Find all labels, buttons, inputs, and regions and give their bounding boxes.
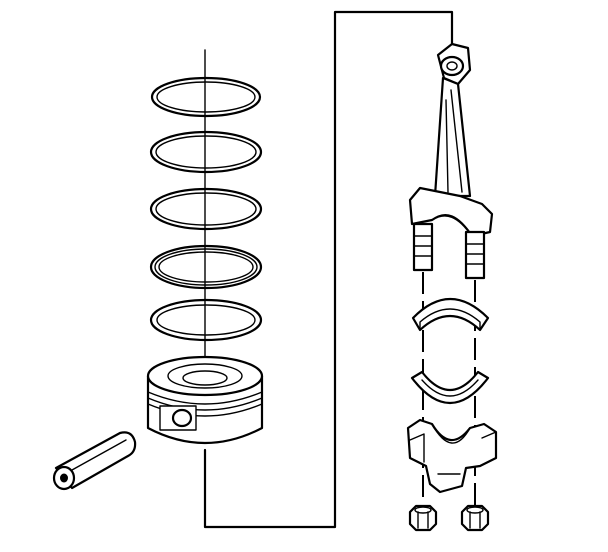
piston-ring xyxy=(149,244,263,290)
connecting-rod xyxy=(408,42,494,280)
connecting-rod-cap xyxy=(406,418,498,494)
piston-ring xyxy=(149,298,263,342)
piston-pin xyxy=(52,431,137,491)
piston-ring xyxy=(149,130,263,174)
assembly-connector-line xyxy=(203,10,454,529)
piston-ring xyxy=(149,187,263,231)
cap-nut xyxy=(460,504,490,532)
upper-bearing-shell xyxy=(411,297,490,332)
piston-ring xyxy=(150,76,262,118)
lower-bearing-shell xyxy=(410,370,490,404)
cap-nut xyxy=(408,504,438,532)
piston-ring-stack xyxy=(149,76,263,342)
piston xyxy=(146,355,264,445)
